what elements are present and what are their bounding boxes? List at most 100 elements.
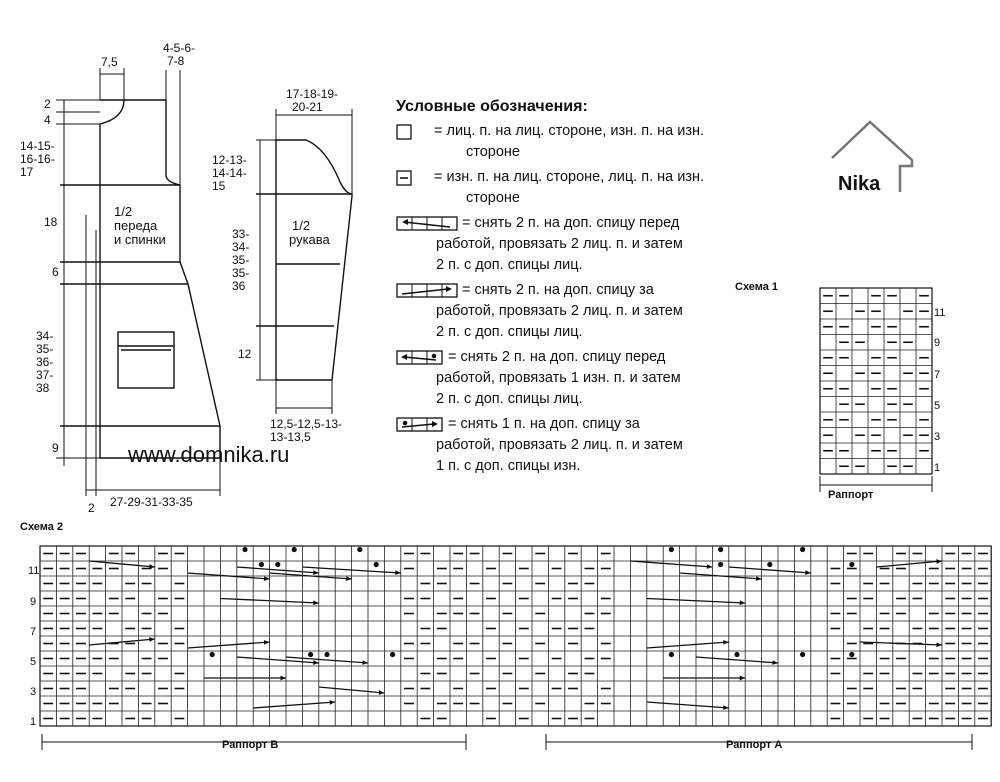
cable-arrowhead: [149, 564, 155, 569]
cable-arrowhead: [936, 559, 942, 564]
dim-body-2: 35-: [36, 342, 53, 356]
logo-text: Nika: [838, 173, 881, 195]
scheme1-title: Схема 1: [735, 281, 778, 293]
legend-item-cross4: = снять 1 п. на доп. спицу за работой, п…: [396, 414, 726, 477]
sleeve-bottom-1: 12,5-12,5-13-: [270, 417, 342, 431]
dim-shoulder: 7,5: [101, 55, 118, 69]
legend-cross2-text2: работой, провязать 2 лиц. п. и затем: [436, 303, 683, 319]
cable-arrowhead: [263, 640, 270, 645]
cable-arrow: [679, 572, 762, 580]
cable-arrowhead: [329, 700, 336, 705]
cable-dot: [767, 561, 773, 568]
legend-purl-text2: стороне: [466, 190, 520, 206]
dim-body-1: 34-: [36, 329, 53, 343]
legend-item-purl: = изн. п. на лиц. стороне, лиц. п. на из…: [396, 167, 726, 209]
body-labels: 7,5 4-5-6- 7-8 2 4 14-15- 16-16- 17 18 6…: [20, 41, 195, 515]
cable-dot: [242, 546, 248, 553]
legend-cross3-text2: работой, провязать 1 изн. п. и затем: [436, 370, 681, 386]
sleeve-cap-3: 15: [212, 179, 226, 193]
body-label-1: 1/2: [114, 204, 132, 219]
cable-arrowhead: [313, 600, 319, 606]
dim-yoke: 6: [52, 265, 59, 279]
cable-arrow: [646, 641, 729, 649]
cable-arrow: [89, 638, 155, 646]
cable-arrowhead: [739, 600, 746, 606]
cable-arrow: [876, 560, 943, 568]
legend-item-cross1: = снять 2 п. на доп. спицу перед работой…: [396, 213, 726, 276]
dim-armhole-1: 14-15-: [20, 139, 55, 153]
cable-dot: [373, 561, 379, 568]
cable-arrow: [89, 560, 155, 568]
sleeve-label-2: рукава: [289, 232, 331, 247]
sleeve-len-5: 36: [232, 279, 246, 293]
sleeve-len-2: 34-: [232, 240, 249, 254]
repeat-a-label: Раппорт А: [726, 739, 782, 751]
sleeve-cap-2: 14-14-: [212, 166, 247, 180]
scheme1-row-labels: 11 9 7 5 3 1: [934, 307, 945, 474]
body-label-2: переда: [114, 218, 158, 233]
cable-dot: [800, 651, 806, 658]
cable-arrow: [236, 566, 319, 574]
dim-armhole-3: 17: [20, 165, 34, 179]
cable-arrowhead: [936, 642, 942, 648]
dim-body-5: 38: [36, 381, 50, 395]
scheme1-grid: [819, 287, 933, 492]
cable-dot: [209, 651, 215, 658]
legend-knit-text1: = лиц. п. на лиц. стороне, изн. п. на из…: [434, 123, 705, 139]
sleeve-len-4: 35-: [232, 266, 249, 280]
scheme1-repeat: Раппорт: [828, 489, 874, 501]
scheme2-row-labels: 11 9 7 5 3 1: [28, 565, 39, 728]
cable-dot: [291, 546, 297, 553]
cable-arrowhead: [313, 660, 319, 665]
cable-dot: [668, 546, 675, 553]
sleeve-cap-1: 12-13-: [212, 153, 247, 167]
sleeve-len-1: 33-: [232, 227, 249, 241]
cable-right-2-2-icon: [396, 283, 458, 298]
cable-arrow: [302, 566, 401, 574]
dim-body-3: 36-: [36, 355, 53, 369]
sleeve-cuff: 12: [238, 347, 252, 361]
dim-armhole-2: 16-16-: [20, 152, 55, 166]
sleeve-bottom-2: 13-13,5: [270, 430, 311, 444]
cable-arrowhead: [739, 675, 746, 681]
s2-row-11: 11: [28, 565, 39, 577]
s2-row-3: 3: [30, 686, 36, 698]
cable-left-purl-icon: [396, 350, 443, 365]
cable-dot: [390, 651, 396, 658]
cable-dot: [308, 651, 314, 658]
cable-arrowhead: [362, 660, 368, 665]
dim-neck-2: 7-8: [167, 54, 185, 68]
cable-arrowhead: [755, 576, 762, 581]
legend-item-cross2: = снять 2 п. на доп. спицу за работой, п…: [396, 280, 726, 343]
dim-body-4: 37-: [36, 368, 53, 382]
cable-arrowhead: [149, 637, 155, 642]
legend-cross1-text1: = снять 2 п. на доп. спицу перед: [462, 215, 680, 231]
cable-arrowhead: [395, 570, 401, 575]
cable-arrow: [269, 572, 352, 580]
cable-dot: [800, 546, 806, 553]
s1-row-9: 9: [934, 337, 940, 349]
dim-mid: 18: [44, 215, 58, 229]
cable-dot: [849, 561, 855, 568]
cable-dot: [718, 546, 724, 553]
cable-arrowhead: [378, 690, 385, 695]
cable-arrowhead: [723, 705, 729, 710]
cable-arrow: [318, 686, 385, 694]
cable-arrow: [187, 641, 270, 649]
s2-row-7: 7: [30, 626, 36, 638]
s2-row-9: 9: [30, 596, 36, 608]
s2-row-1: 1: [30, 716, 36, 728]
s1-row-3: 3: [934, 431, 940, 443]
cable-arrow: [236, 656, 319, 664]
cable-arrow: [285, 656, 369, 664]
legend-cross4-text3: 1 п. с доп. спицы изн.: [436, 458, 581, 474]
cable-arrowhead: [723, 640, 729, 645]
scheme2-grid: [39, 545, 992, 727]
cable-left-2-2-icon: [396, 216, 458, 231]
cable-arrow: [253, 701, 336, 709]
scheme2-repeat-brackets: [41, 734, 973, 750]
cable-arrowhead: [280, 675, 286, 681]
cable-arrow: [728, 566, 811, 574]
sleeve-piece: [256, 109, 353, 414]
